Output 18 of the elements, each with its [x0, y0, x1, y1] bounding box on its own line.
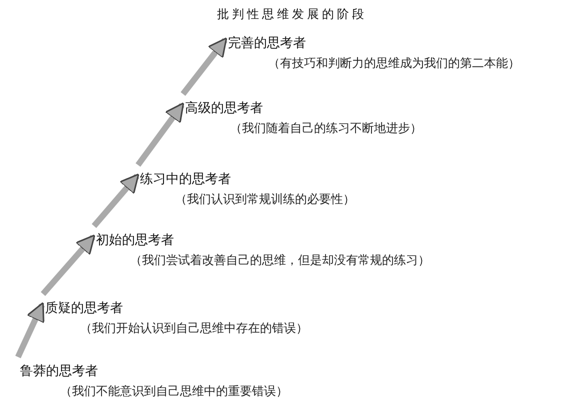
arrow: [92, 173, 140, 228]
stage-heading: 质疑的思考者: [45, 301, 123, 317]
arrow: [136, 102, 184, 167]
arrow: [180, 37, 228, 96]
stage-description: （有技巧和判断力的思维成为我们的第二本能）: [268, 56, 520, 71]
stage-description: （我们不能意识到自己思维中的重要错误）: [60, 384, 288, 399]
arrow: [40, 234, 96, 296]
title: 批判性思维发展的阶段: [217, 6, 367, 23]
stage-heading: 完善的思考者: [228, 36, 306, 52]
stage-description: （我们开始认识到自己思维中存在的错误）: [80, 321, 308, 336]
arrow: [15, 302, 45, 358]
stage-heading: 初始的思考者: [96, 233, 174, 249]
stage-description: （我们随着自己的练习不断地进步）: [230, 121, 422, 136]
stage-description: （我们尝试着改善自己的思维，但是却没有常规的练习）: [130, 253, 430, 268]
stage-heading: 鲁莽的思考者: [20, 364, 98, 380]
stage-heading: 练习中的思考者: [140, 172, 231, 188]
stage-heading: 高级的思考者: [185, 101, 263, 117]
stage-description: （我们认识到常规训练的必要性）: [175, 192, 355, 207]
